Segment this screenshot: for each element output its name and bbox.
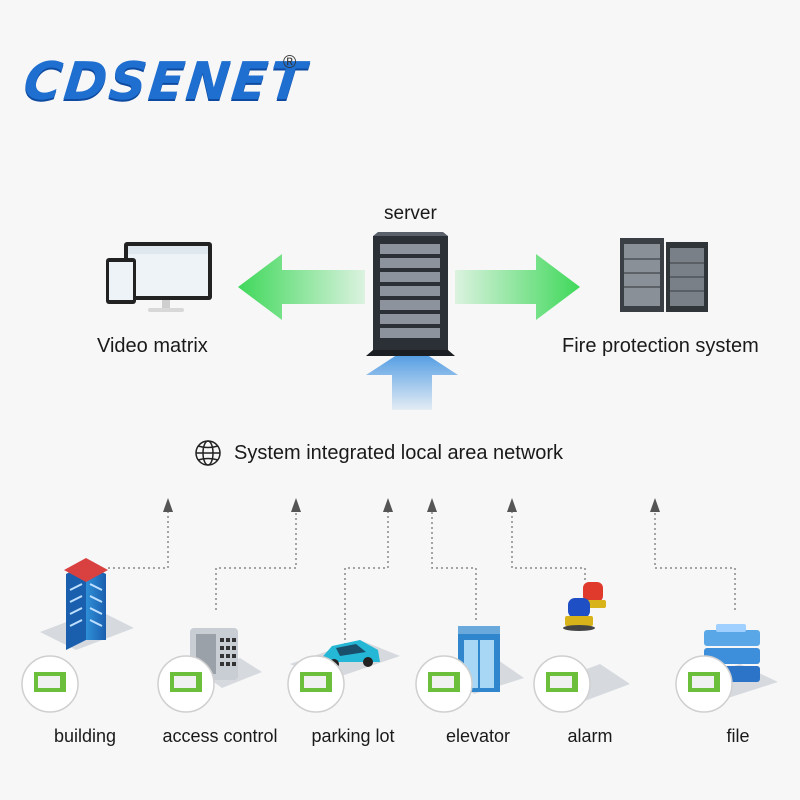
device-label-parking-lot: parking lot	[311, 726, 395, 746]
connector-arrowheads	[163, 498, 660, 512]
device-label-elevator: elevator	[445, 726, 511, 746]
module-badge	[415, 655, 473, 713]
car-icon	[318, 640, 380, 669]
arrow-to-fire-protection	[455, 254, 580, 320]
server-label: server	[384, 203, 437, 224]
building-icon	[64, 558, 108, 650]
monitor-icon	[106, 242, 212, 312]
arrow-from-network	[366, 345, 458, 410]
floor-plates	[40, 610, 778, 702]
arrow-to-video-matrix	[238, 254, 365, 320]
device-label-building: building	[53, 726, 117, 746]
connector-lines	[108, 510, 736, 650]
equipment-cabinet-icon	[620, 238, 708, 312]
elevator-icon	[458, 626, 500, 692]
module-badge	[157, 655, 215, 713]
fire-protection-label: Fire protection system	[562, 335, 759, 357]
module-badge	[21, 655, 79, 713]
network-label: System integrated local area network	[234, 442, 564, 464]
module-badge	[533, 655, 591, 713]
video-matrix-label: Video matrix	[97, 335, 208, 357]
registered-mark: ®	[283, 52, 297, 72]
module-badge	[287, 655, 345, 713]
globe-icon	[195, 440, 221, 466]
device-label-access-control: access control	[162, 726, 278, 746]
device-label-alarm: alarm	[567, 726, 613, 746]
module-badge	[675, 655, 733, 713]
server-rack-icon	[366, 232, 455, 356]
wireless-module-badges	[21, 655, 733, 713]
alarm-light-icon	[563, 582, 606, 631]
device-label-file: file	[726, 726, 750, 746]
